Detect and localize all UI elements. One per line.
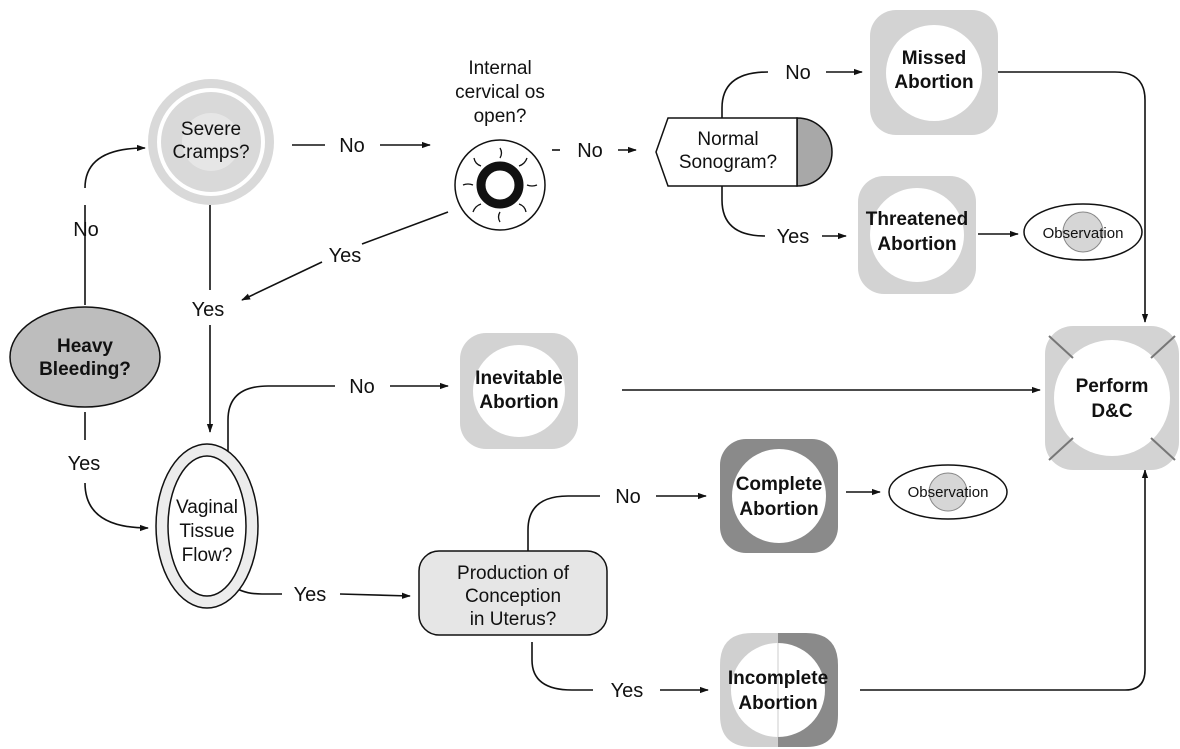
node-observation-2: Observation	[888, 464, 1008, 520]
edge-sono-yes-line	[721, 186, 766, 237]
complete-abortion-line2: Abortion	[739, 499, 818, 520]
label-bleeding-yes: Yes	[68, 453, 101, 475]
label-tissue-no: No	[349, 376, 375, 398]
label-cramps-no: No	[339, 135, 365, 157]
label-sono-no: No	[785, 62, 811, 84]
cervix-marks	[462, 147, 538, 223]
node-severe-cramps: Severe Cramps?	[148, 79, 274, 205]
internal-os-line3: open?	[474, 106, 527, 127]
complete-abortion-line1: Complete	[736, 474, 823, 495]
label-poc-no: No	[615, 486, 641, 508]
label-cramps-yes: Yes	[192, 299, 225, 321]
vaginal-tissue-line2: Tissue	[179, 521, 234, 542]
threatened-abortion-line1: Threatened	[866, 209, 968, 230]
node-internal-os: Internal cervical os open?	[454, 58, 546, 231]
normal-sonogram-line1: Normal	[697, 129, 758, 150]
edge-incomplete-dc	[860, 469, 1149, 691]
edge-bleeding-yes-arrow	[84, 482, 149, 532]
vaginal-tissue-line3: Flow?	[182, 545, 233, 566]
node-threatened-abortion: Threatened Abortion	[858, 176, 976, 294]
internal-os-line2: cervical os	[455, 82, 545, 103]
edge-bleeding-no-arrow	[84, 144, 146, 189]
heavy-bleeding-line2: Bleeding?	[39, 359, 131, 380]
severe-cramps-line1: Severe	[181, 119, 241, 140]
label-tissue-yes: Yes	[294, 584, 327, 606]
label-poc-yes: Yes	[611, 680, 644, 702]
node-inevitable-abortion: Inevitable Abortion	[460, 333, 578, 449]
edge-poc-no-line	[527, 495, 600, 552]
node-normal-sonogram: Normal Sonogram?	[655, 117, 833, 187]
normal-sonogram-line2: Sonogram?	[679, 152, 777, 173]
internal-os-line1: Internal	[468, 58, 531, 79]
production-conception-line2: Conception	[465, 586, 561, 607]
edge-sono-no-line	[721, 71, 769, 118]
perform-dc-line1: Perform	[1076, 376, 1149, 397]
edge-tissue-yes-arrow	[339, 592, 411, 599]
incomplete-abortion-line1: Incomplete	[728, 668, 828, 689]
missed-abortion-line1: Missed	[902, 48, 966, 69]
edge-os-yes-line	[361, 211, 449, 245]
edge-os-yes-arrow	[241, 261, 323, 301]
edge-missed-dc	[998, 71, 1149, 323]
observation-2-label: Observation	[908, 484, 989, 501]
edge-tissue-no-line	[227, 385, 335, 460]
node-perform-dc: Perform D&C	[1045, 326, 1179, 470]
node-vaginal-tissue: Vaginal Tissue Flow?	[155, 443, 259, 609]
severe-cramps-line2: Cramps?	[172, 142, 249, 163]
production-conception-line3: in Uterus?	[470, 609, 557, 630]
perform-dc-line2: D&C	[1091, 401, 1132, 422]
heavy-bleeding-line1: Heavy	[57, 336, 113, 357]
edge-poc-yes-line	[531, 642, 593, 691]
node-complete-abortion: Complete Abortion	[720, 439, 838, 553]
observation-1-label: Observation	[1043, 225, 1124, 242]
node-heavy-bleeding: Heavy Bleeding?	[9, 306, 161, 408]
node-incomplete-abortion: Incomplete Abortion	[720, 633, 838, 747]
production-conception-line1: Production of	[457, 563, 570, 584]
label-os-no: No	[577, 140, 603, 162]
inevitable-abortion-line2: Abortion	[479, 392, 558, 413]
label-os-yes: Yes	[329, 245, 362, 267]
label-sono-yes: Yes	[777, 226, 810, 248]
threatened-abortion-line2: Abortion	[877, 234, 956, 255]
node-missed-abortion: Missed Abortion	[870, 10, 998, 135]
label-bleeding-no: No	[73, 219, 99, 241]
incomplete-abortion-line2: Abortion	[738, 693, 817, 714]
inevitable-abortion-line1: Inevitable	[475, 368, 563, 389]
node-observation-1: Observation	[1023, 203, 1143, 261]
vaginal-tissue-line1: Vaginal	[176, 497, 238, 518]
missed-abortion-line2: Abortion	[894, 72, 973, 93]
node-production-conception: Production of Conception in Uterus?	[418, 550, 608, 636]
